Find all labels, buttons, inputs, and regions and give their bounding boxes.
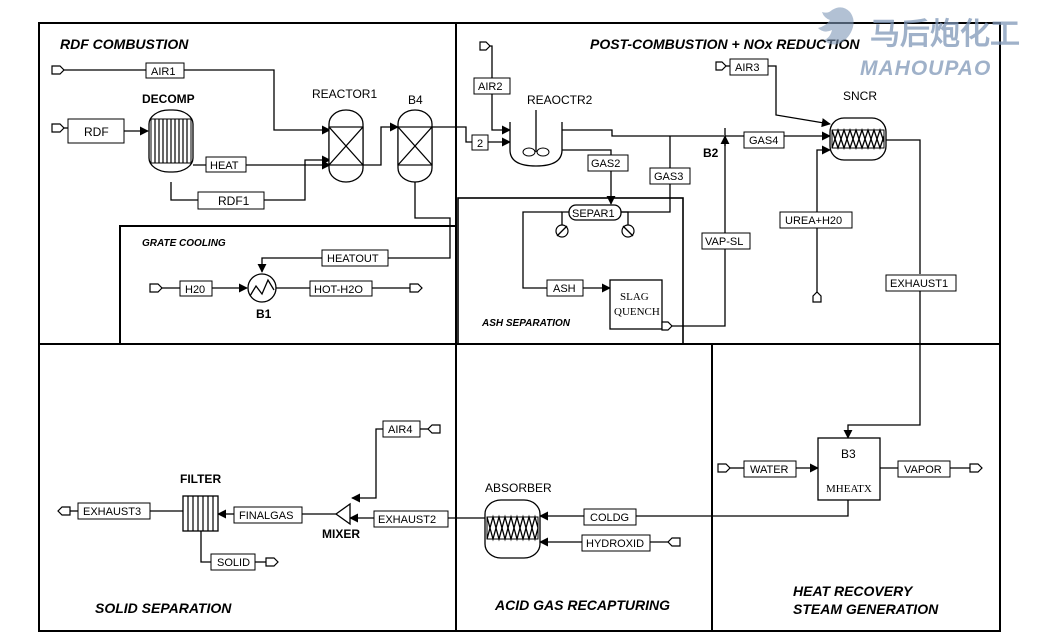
block-b4[interactable]: B4: [397, 93, 433, 183]
block-label-reactor2: REAOCTR2: [527, 93, 593, 107]
block-label-b1: B1: [256, 307, 272, 321]
stream-label-air2: AIR2: [478, 81, 502, 93]
section-title-solid-separation: SOLID SEPARATION: [95, 600, 232, 616]
stream-ash[interactable]: ASH: [522, 211, 611, 297]
block-reactor2[interactable]: REAOCTR2: [509, 93, 593, 167]
block-label-b2: B2: [703, 146, 719, 160]
section-title-post-combustion: POST-COMBUSTION + NOx REDUCTION: [590, 36, 860, 52]
section-title-steam-generation: STEAM GENERATION: [793, 601, 939, 617]
watermark-cn: 马后炮化工: [870, 17, 1020, 52]
block-mixer[interactable]: MIXER: [322, 502, 360, 541]
stream-label-urea: UREA+H20: [785, 215, 842, 227]
stream-heatout[interactable]: HEATOUT: [257, 249, 392, 273]
block-label-filter: FILTER: [180, 472, 221, 486]
block-absorber[interactable]: ABSORBER: [484, 481, 552, 559]
stream-air2[interactable]: AIR2: [473, 41, 511, 135]
section-title-ash-separation: ASH SEPARATION: [481, 318, 571, 329]
stream-label-hydroxid: HYDROXID: [586, 538, 644, 550]
stream-label-air4: AIR4: [388, 424, 412, 436]
stream-vapor[interactable]: VAPOR: [880, 460, 983, 478]
block-sncr[interactable]: SNCR: [829, 89, 887, 161]
stream-hydroxid[interactable]: HYDROXID: [539, 534, 681, 552]
section-title-acid-gas: ACID GAS RECAPTURING: [494, 597, 670, 613]
section-title-heat-recovery: HEAT RECOVERY: [793, 583, 914, 599]
stream-vap-sl[interactable]: VAP-SL: [661, 135, 751, 331]
block-b3-mheatx[interactable]: B3 MHEATX: [817, 437, 881, 501]
stream-label-solid: SOLID: [217, 557, 250, 569]
stream-label-air1: AIR1: [151, 66, 175, 78]
stream-exhaust2[interactable]: EXHAUST2: [349, 510, 485, 528]
stream-2[interactable]: 2: [432, 126, 511, 151]
stream-label-gas2: GAS2: [591, 158, 620, 170]
watermark-en: MAHOUPAO: [860, 57, 991, 80]
section-title-rdf-combustion: RDF COMBUSTION: [60, 36, 189, 52]
stream-air4[interactable]: AIR4: [351, 420, 441, 503]
block-decomp[interactable]: DECOMP: [142, 92, 195, 173]
stream-air3[interactable]: AIR3: [715, 58, 831, 128]
stream-label-finalgas: FINALGAS: [239, 510, 293, 522]
stream-exhaust3[interactable]: EXHAUST3: [57, 502, 183, 520]
stream-r2-top[interactable]: [562, 129, 724, 137]
block-separ1[interactable]: SEPAR1: [555, 204, 635, 238]
stream-label-hot-h2o: HOT-H2O: [314, 284, 363, 296]
stream-label-ash: ASH: [553, 283, 576, 295]
block-label-sncr: SNCR: [843, 89, 877, 103]
section-title-grate-cooling: GRATE COOLING: [142, 238, 226, 249]
section-borders: [38, 22, 1001, 632]
stream-label-heatout: HEATOUT: [327, 253, 379, 265]
stream-gas3[interactable]: GAS3: [621, 136, 691, 213]
stream-label-gas4: GAS4: [749, 135, 778, 147]
stream-hot-h2o[interactable]: HOT-H2O: [276, 280, 423, 297]
stream-label-rdf1: RDF1: [218, 194, 250, 208]
stream-finalgas[interactable]: FINALGAS: [217, 506, 336, 524]
stream-urea[interactable]: UREA+H20: [779, 145, 853, 303]
block-label-separ1: SEPAR1: [572, 208, 615, 220]
stream-label-vapor: VAPOR: [904, 464, 942, 476]
stream-label-exhaust3: EXHAUST3: [83, 506, 141, 518]
block-label-b3: B3: [841, 447, 856, 461]
block-label-mixer: MIXER: [322, 527, 360, 541]
stream-label-gas3: GAS3: [654, 171, 683, 183]
block-label-b4: B4: [408, 93, 423, 107]
block-label-quench: QUENCH: [614, 306, 660, 318]
stream-label-vap-sl: VAP-SL: [705, 236, 743, 248]
watermark-logo: 马后炮化工 MAHOUPAO: [818, 7, 1020, 80]
block-filter[interactable]: FILTER: [180, 472, 221, 532]
stream-label-exhaust2: EXHAUST2: [378, 514, 436, 526]
stream-heat[interactable]: HEAT: [193, 155, 331, 173]
stream-gas2[interactable]: GAS2: [562, 149, 629, 205]
stream-coldg[interactable]: COLDG: [539, 500, 849, 526]
stream-label-water: WATER: [750, 464, 789, 476]
stream-air1[interactable]: AIR1: [51, 62, 331, 135]
stream-label-2: 2: [477, 138, 483, 150]
stream-solid[interactable]: SOLID: [200, 531, 279, 571]
block-b2[interactable]: B2: [703, 128, 726, 160]
block-label-slag: SLAG: [620, 291, 649, 303]
stream-label-h2o: H20: [185, 284, 205, 296]
stream-label-rdf: RDF: [84, 125, 109, 139]
stream-b4-bottom[interactable]: [392, 182, 451, 259]
stream-h2o[interactable]: H20: [149, 280, 248, 297]
block-label-absorber: ABSORBER: [485, 481, 552, 495]
block-b1[interactable]: B1: [247, 273, 277, 321]
block-reactor1[interactable]: REACTOR1: [312, 87, 377, 183]
stream-rdf[interactable]: RDF: [51, 118, 149, 144]
stream-label-air3: AIR3: [735, 62, 759, 74]
block-label-mheatx: MHEATX: [826, 483, 872, 495]
stream-rdf1[interactable]: RDF1: [170, 160, 331, 210]
stream-label-exhaust1: EXHAUST1: [890, 278, 948, 290]
stream-label-coldg: COLDG: [590, 512, 629, 524]
stream-gas4[interactable]: GAS4: [725, 131, 831, 149]
stream-exhaust1[interactable]: EXHAUST1: [843, 139, 957, 439]
stream-water[interactable]: WATER: [717, 460, 819, 478]
block-label-reactor1: REACTOR1: [312, 87, 377, 101]
block-label-decomp: DECOMP: [142, 92, 195, 106]
stream-r1-b4[interactable]: [363, 122, 399, 166]
stream-label-heat: HEAT: [210, 160, 239, 172]
block-slag-quench[interactable]: SLAG QUENCH: [609, 279, 663, 330]
